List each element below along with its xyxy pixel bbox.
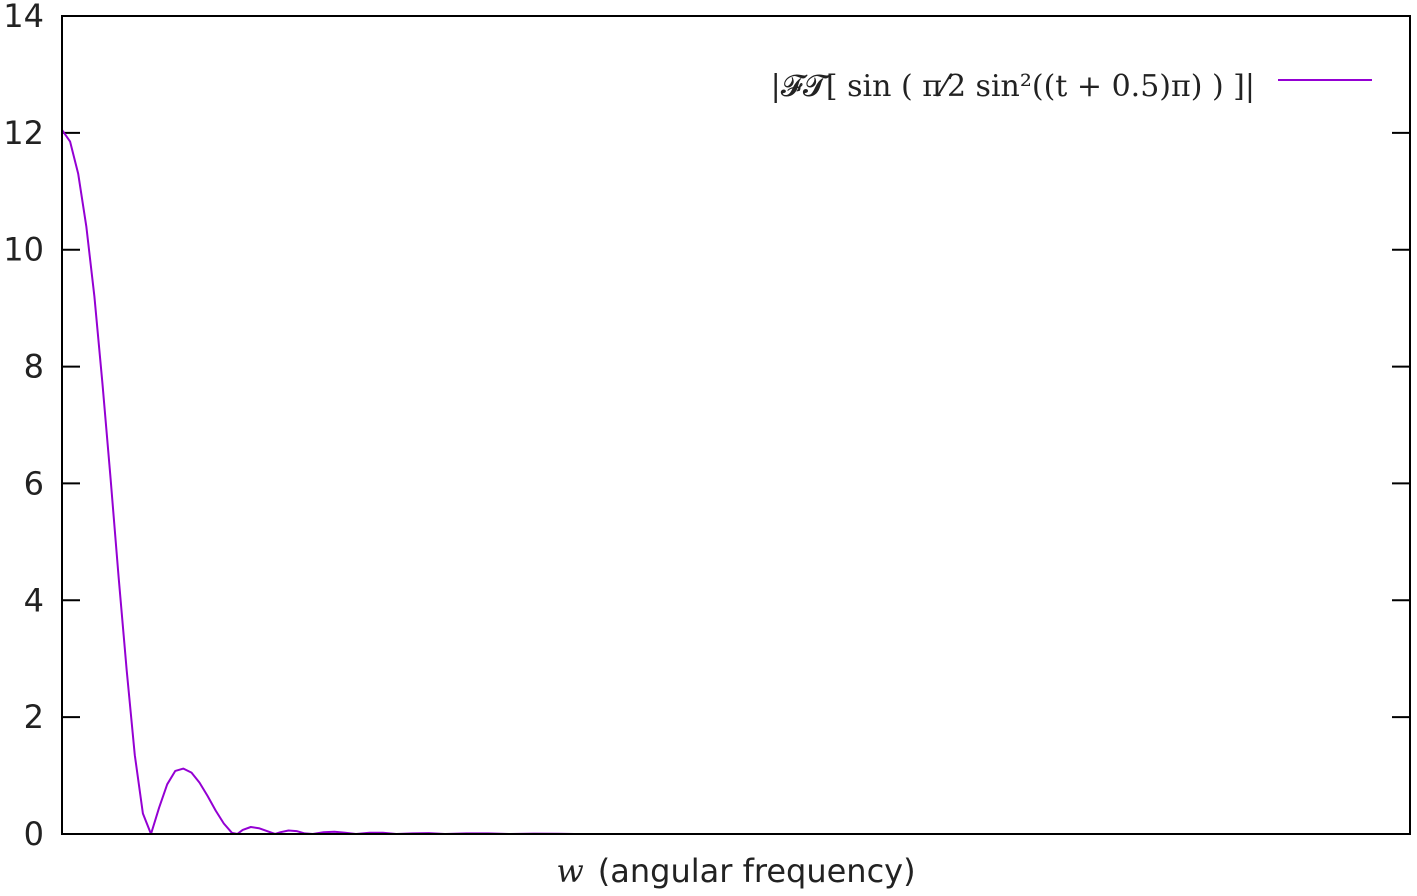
series-line-0 xyxy=(61,129,602,835)
y-tick-label: 8 xyxy=(24,348,44,386)
series-layer xyxy=(61,129,602,835)
x-axis-variable: w xyxy=(556,852,583,890)
y-tick-label: 12 xyxy=(3,114,44,152)
y-tick-label: 2 xyxy=(24,698,44,736)
y-tick-label: 10 xyxy=(3,231,44,269)
x-axis-label-text: (angular frequency) xyxy=(598,852,916,890)
y-tick-label: 14 xyxy=(3,0,44,35)
y-tick-label: 6 xyxy=(24,464,44,502)
plot-frame xyxy=(61,15,1411,835)
legend-entry-label: |𝓕𝓣[ sin ( π⁄2 sin²((t + 0.5)π) ) ]| xyxy=(771,69,1255,104)
y-tick-label: 0 xyxy=(24,815,44,853)
x-axis-label: w (angular frequency) xyxy=(556,852,915,890)
legend: |𝓕𝓣[ sin ( π⁄2 sin²((t + 0.5)π) ) ]| xyxy=(771,69,1372,104)
y-tick-label: 4 xyxy=(24,581,44,619)
y-axis-ticks: 0 2 4 6 8 10 12 14 xyxy=(3,0,1410,853)
